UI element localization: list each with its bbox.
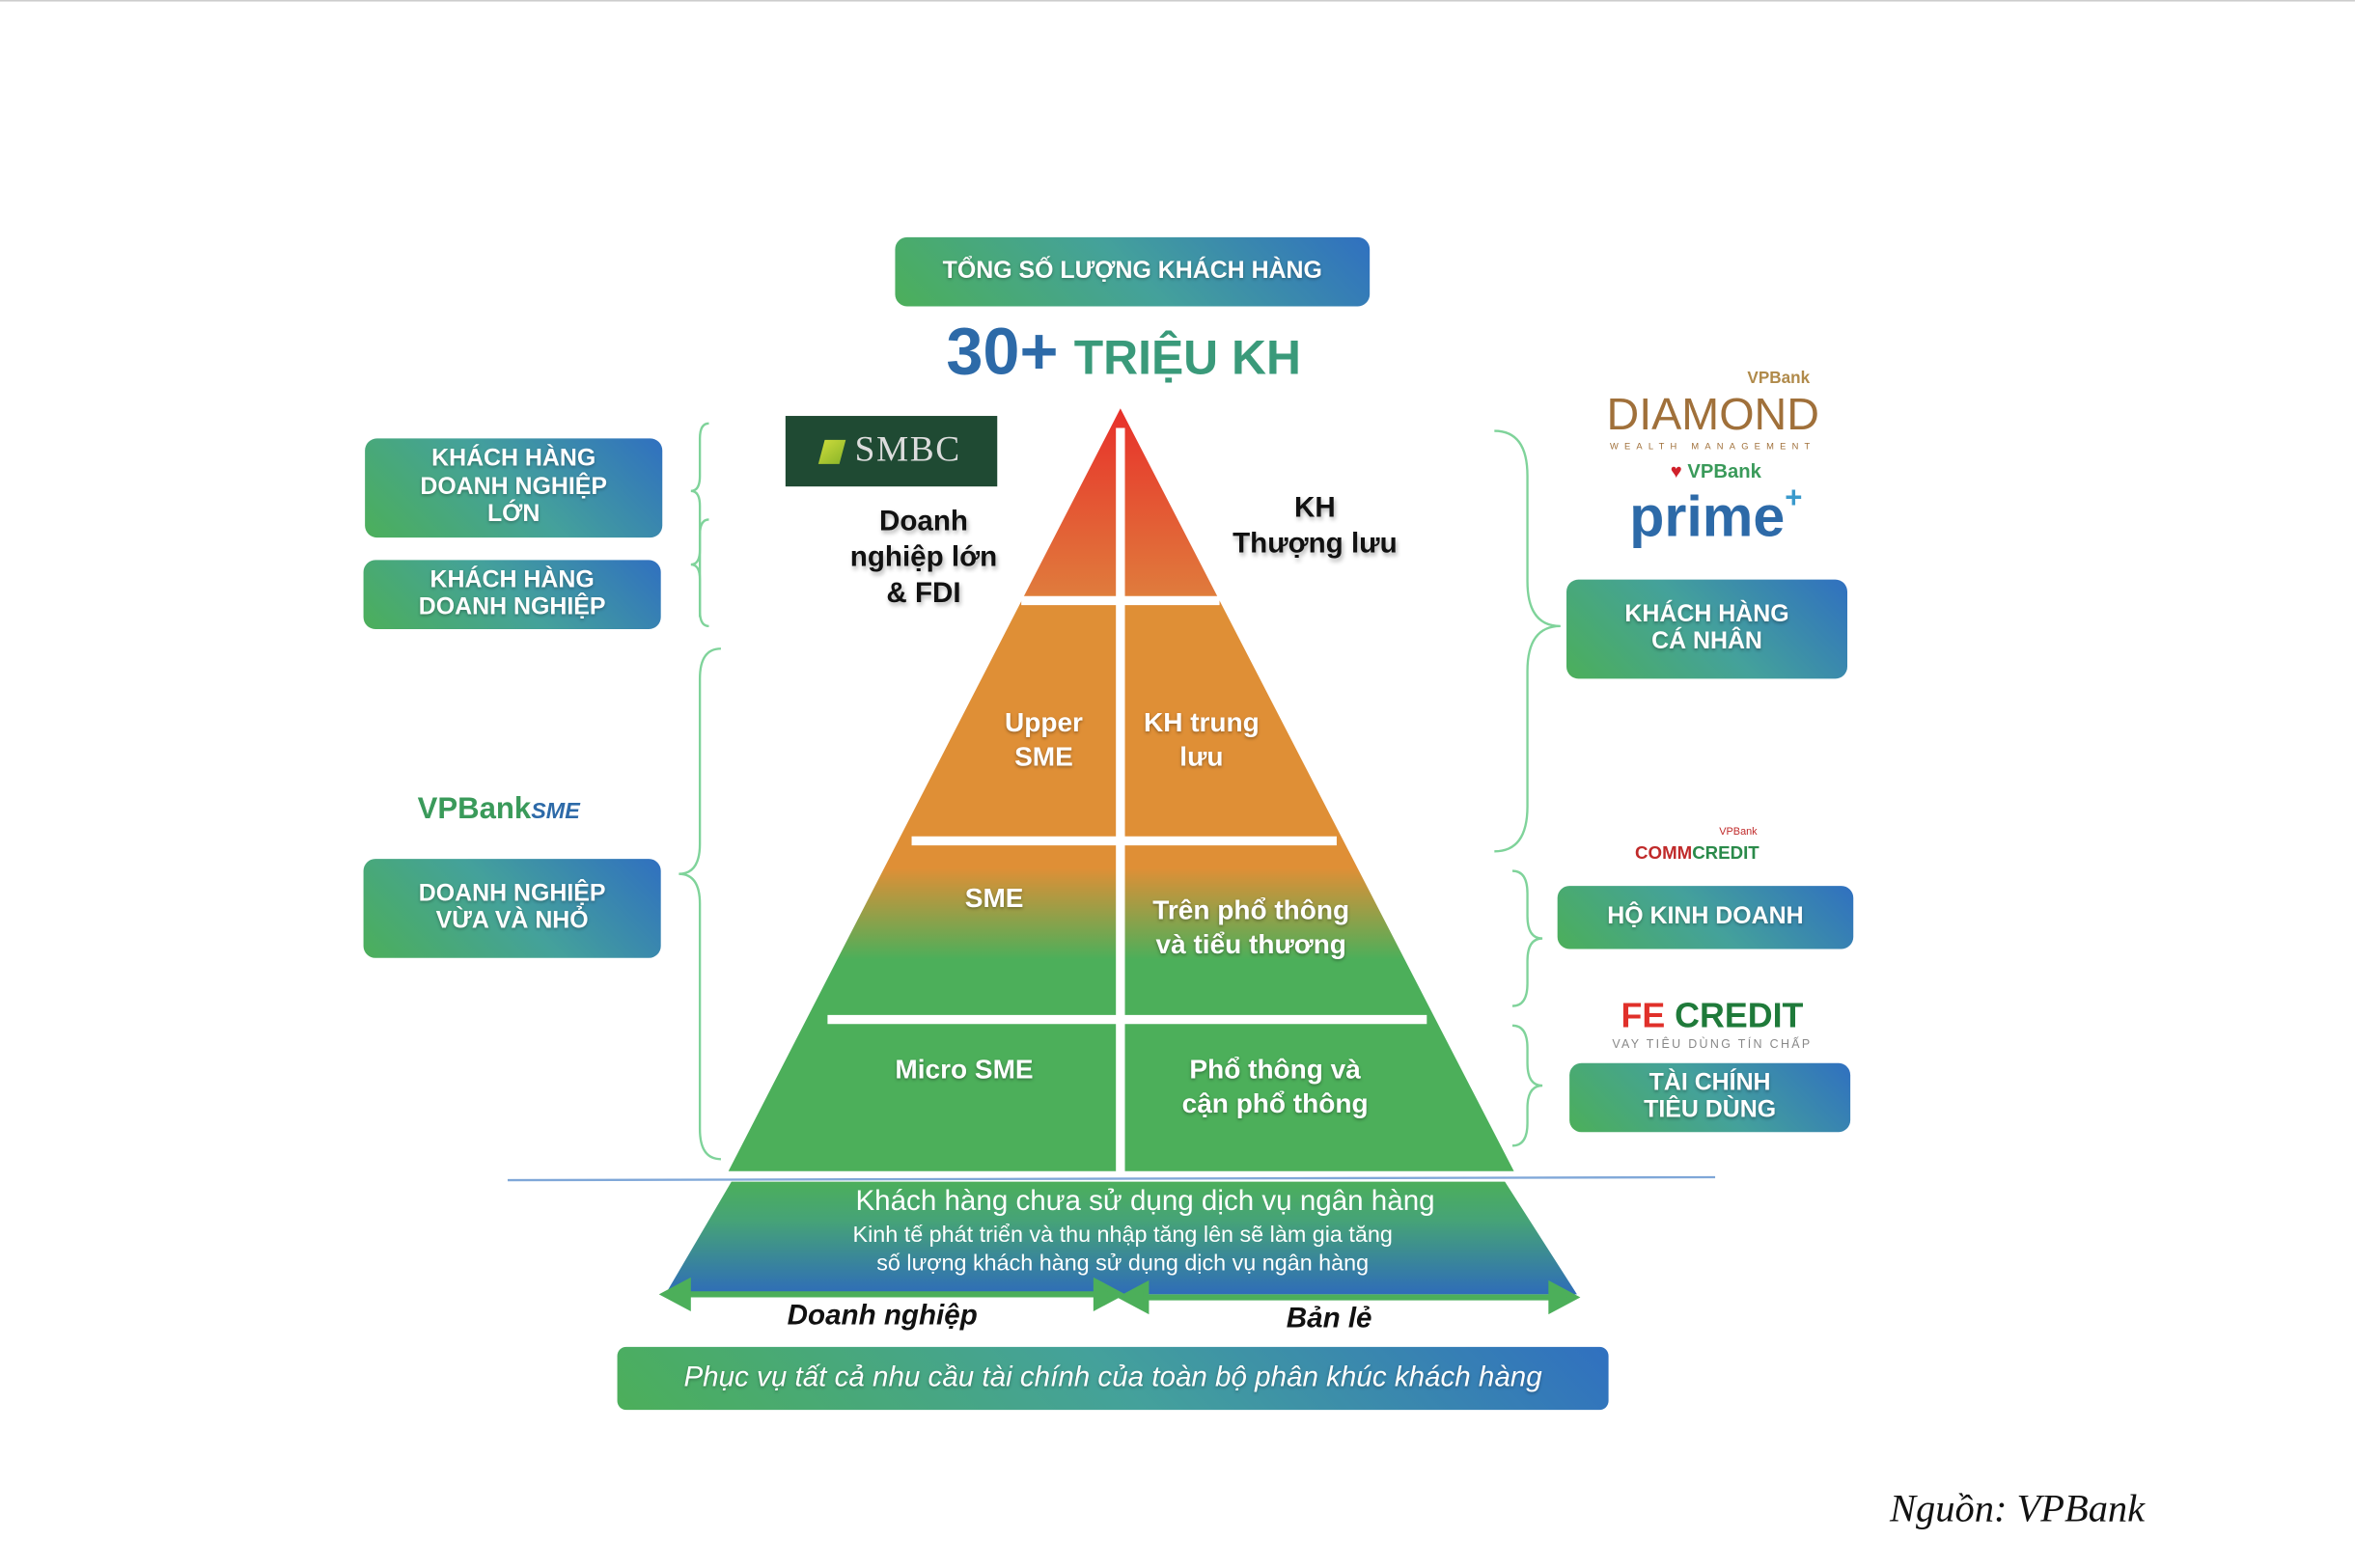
text-line: KH trung (1143, 706, 1260, 738)
sme-box: DOANH NGHIỆP VỪA VÀ NHỎ (363, 859, 661, 958)
unbanked-band (665, 1181, 1577, 1295)
smbc-logo: SMBC (785, 416, 998, 487)
label-line: DOANH NGHIỆP (418, 880, 606, 907)
logo-main: FE CREDIT (1599, 994, 1824, 1036)
segment-mid-affluent: KH trung lưu (1129, 705, 1273, 776)
label-line: KHÁCH HÀNG (429, 566, 595, 593)
logo-suffix: SME (531, 798, 580, 825)
label-line: VỪA VÀ NHỎ (435, 908, 589, 934)
segment-arrows (658, 1277, 1581, 1315)
unbanked-desc: số lượng khách hàng sử dụng dịch vụ ngân… (876, 1251, 1370, 1278)
label-line: TÀI CHÍNH (1648, 1069, 1771, 1096)
pyramid-dividers (827, 427, 1427, 1174)
vpbank-flower-icon: ♥ (1670, 459, 1688, 482)
text-line: & FDI (886, 577, 961, 609)
label-line: KHÁCH HÀNG (1624, 601, 1789, 627)
logo-main: prime+ (1615, 483, 1817, 553)
corporate-box: KHÁCH HÀNG DOANH NGHIỆP (363, 560, 661, 630)
segment-micro-sme: Micro SME (895, 1054, 1034, 1085)
divider (0, 0, 2355, 2)
logo-text: CREDIT (1692, 841, 1759, 864)
smbc-mark-icon (818, 439, 846, 464)
logo-top: ♥ VPBank (1615, 459, 1817, 483)
large-corporate-box: KHÁCH HÀNG DOANH NGHIỆP LỚN (365, 438, 663, 538)
label-line: KHÁCH HÀNG (431, 446, 596, 473)
corporate-label: Doanh nghiệp (787, 1300, 978, 1333)
source-note: Nguồn: VPBank (1890, 1486, 2146, 1530)
commcredit-logo: VPBank COMMCREDIT (1622, 826, 1773, 865)
segment-sme: SME (964, 882, 1024, 914)
logo-text: VPBank (1747, 369, 1811, 388)
segment-high-net-worth: KH Thượng lưu (1213, 491, 1416, 563)
vpbank-diamond-logo: VPBank DIAMOND WEALTH MANAGEMENT (1604, 368, 1822, 454)
total-customers-label: TỔNG SỐ LƯỢNG KHÁCH HÀNG (895, 236, 1371, 307)
label-line: DOANH NGHIỆP (420, 474, 608, 500)
individual-box: KHÁCH HÀNG CÁ NHÂN (1566, 579, 1848, 679)
text-line: và tiểu thương (1155, 929, 1346, 960)
logo-text: CREDIT (1675, 995, 1804, 1035)
logo-text: VAY TIÊU DÙNG TÍN CHẤP (1612, 1037, 1813, 1052)
logo-text: VPBank (417, 792, 532, 826)
text-line: nghiệp lớn (849, 541, 998, 574)
logo-main: COMMCREDIT (1622, 840, 1773, 865)
text-line: Thượng lưu (1233, 528, 1398, 561)
segment-mass: Phổ thông và cận phổ thông (1149, 1053, 1400, 1123)
label-line: DOANH NGHIỆP (418, 594, 606, 620)
segment-upper-sme: Upper SME (976, 705, 1111, 776)
logo-text: SMBC (854, 430, 961, 471)
logo-text: FE (1621, 995, 1666, 1035)
count-number: 30+ (946, 315, 1059, 390)
text-line: lưu (1179, 742, 1224, 773)
vpbank-sme-logo: VPBankSME (418, 793, 580, 828)
fe-credit-logo: FE CREDIT VAY TIÊU DÙNG TÍN CHẤP (1599, 994, 1824, 1053)
retail-label: Bản lẻ (1286, 1303, 1372, 1335)
total-customers-count: 30+ TRIỆU KH (946, 316, 1337, 391)
logo-text: + (1785, 481, 1803, 515)
logo-text: WEALTH MANAGEMENT (1609, 443, 1816, 453)
logo-text: VPBank (1687, 459, 1761, 482)
segment-mass-affluent: Trên phổ thông và tiểu thương (1129, 894, 1372, 964)
segment-large-corp-fdi: Doanh nghiệp lớn & FDI (834, 505, 1014, 612)
logo-text: VPBank (1719, 827, 1758, 839)
label-line: TIÊU DÙNG (1644, 1097, 1777, 1123)
text-line: Doanh (878, 506, 968, 538)
count-unit: TRIỆU KH (1073, 330, 1301, 385)
baseline (507, 1175, 1716, 1182)
vpbank-prime-logo: ♥ VPBank prime+ (1615, 459, 1817, 552)
label-line: CÁ NHÂN (1651, 629, 1762, 655)
label-line: LỚN (486, 502, 540, 528)
text-line: SME (1014, 742, 1073, 773)
tagline-banner: Phục vụ tất cả nhu cầu tài chính của toà… (617, 1346, 1609, 1411)
text-line: Upper (1005, 706, 1083, 738)
household-business-box: HỘ KINH DOANH (1557, 886, 1854, 949)
unbanked-segment: Khách hàng chưa sử dụng dịch vụ ngân hàn… (721, 1186, 1569, 1279)
text-line: cận phổ thông (1181, 1088, 1369, 1119)
logo-text: DIAMOND (1606, 390, 1819, 440)
logo-text: COMM (1635, 841, 1693, 864)
logo-text: prime (1629, 486, 1786, 550)
text-line: Trên phổ thông (1152, 894, 1350, 925)
unbanked-title: Khách hàng chưa sử dụng dịch vụ ngân hàn… (855, 1186, 1435, 1218)
text-line: KH (1293, 492, 1336, 525)
unbanked-desc: Kinh tế phát triển và thu nhập tăng lên … (852, 1222, 1393, 1248)
consumer-finance-box: TÀI CHÍNH TIÊU DÙNG (1569, 1062, 1851, 1133)
text-line: Phổ thông và (1189, 1054, 1361, 1085)
